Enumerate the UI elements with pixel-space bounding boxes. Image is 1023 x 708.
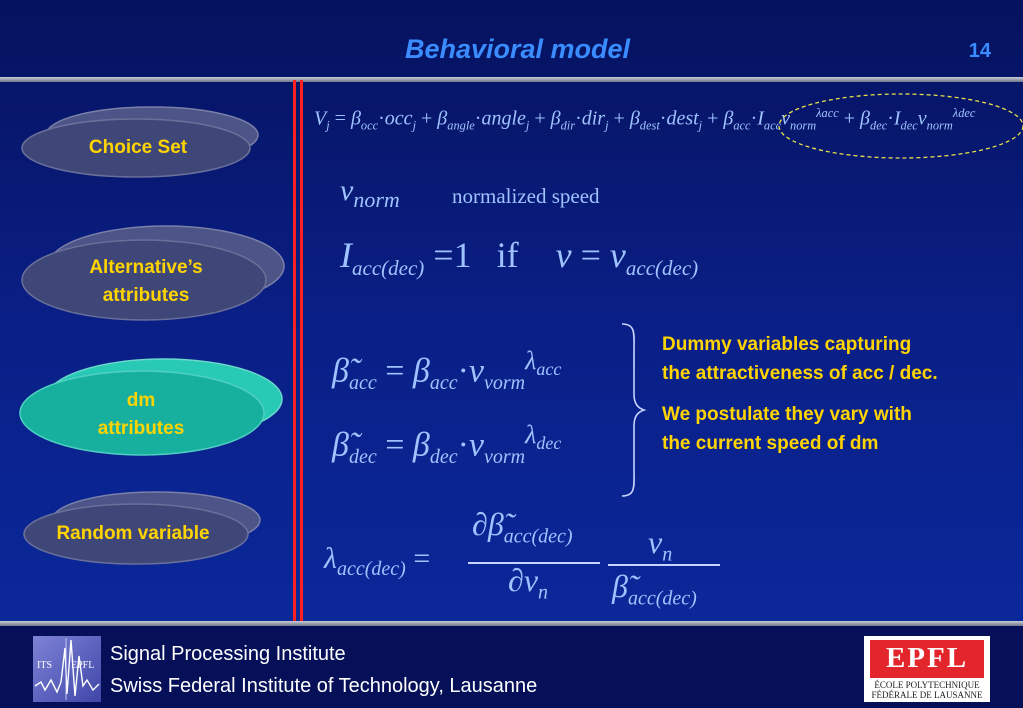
nav-label: Random variable (56, 523, 210, 544)
curly-brace (621, 323, 647, 497)
vnorm-description: normalized speed (452, 184, 600, 208)
disc-shape (23, 491, 261, 565)
waveform-icon (34, 638, 100, 700)
disc-shape (19, 358, 283, 456)
epfl-logo-line2: FÉDÉRALE DE LAUSANNE (871, 690, 983, 700)
vnorm-definition: vnorm (340, 174, 400, 212)
highlight-ellipse (778, 93, 1023, 159)
its-logo-text-left: ITS (37, 660, 52, 671)
top-divider (0, 77, 1023, 82)
nav-label-line2: attributes (102, 285, 190, 306)
elasticity-numerator-2: vn (648, 524, 673, 566)
fraction-bar-1 (468, 562, 600, 564)
epfl-logo: EPFL ÉCOLE POLYTECHNIQUE FÉDÉRALE DE LAU… (864, 636, 990, 702)
elasticity-numerator-1: ∂β̃acc(dec) (472, 506, 573, 548)
beta-dec-equation: β̃dec = βdec·vvormλdec (332, 420, 562, 469)
postulate-description-line2: the current speed of dm (662, 433, 879, 454)
indicator-equation: Iacc(dec) =1 if v = vacc(dec) (340, 235, 699, 281)
footer (0, 626, 1023, 708)
utility-equation: Vj = βocc·occj + βangle·anglej + βdir·di… (314, 106, 976, 133)
nav-item-dm-attributes[interactable]: dm attributes (19, 353, 286, 459)
nav-item-choice-set[interactable]: Choice Set (18, 104, 264, 178)
page-number: 14 (968, 40, 991, 62)
disc-shape (21, 225, 285, 321)
slide-title: Behavioral model (404, 34, 631, 64)
its-logo-text-right: EPFL (71, 660, 95, 671)
bottom-divider (0, 621, 1023, 626)
dummy-description-line2: the attractiveness of acc / dec. (662, 363, 938, 384)
elasticity-lhs: λacc(dec) = (324, 542, 431, 580)
footer-institute: Signal Processing Institute (110, 643, 346, 665)
dummy-description-line1: Dummy variables capturing (662, 334, 912, 355)
nav-label-line1: dm (126, 390, 156, 411)
vertical-separator (293, 80, 305, 622)
epfl-logo-mark (870, 640, 984, 678)
elasticity-denominator-1: ∂vn (508, 562, 549, 604)
nav-label-line1: Alternative’s (89, 257, 203, 278)
nav-label: Choice Set (88, 137, 188, 158)
footer-university: Swiss Federal Institute of Technology, L… (110, 675, 538, 697)
nav-item-alternatives-attributes[interactable]: Alternative’s attributes (20, 220, 286, 324)
postulate-description-line1: We postulate they vary with (662, 404, 912, 425)
nav-item-random-variable[interactable]: Random variable (22, 488, 268, 568)
elasticity-denominator-2: β̃acc(dec) (612, 568, 697, 610)
beta-acc-equation: β̃acc = βacc·vvormλacc (332, 346, 562, 395)
epfl-logo-word: EPFL (885, 642, 969, 674)
epfl-logo-line1: ÉCOLE POLYTECHNIQUE (874, 680, 980, 690)
nav-label-line2: attributes (97, 418, 185, 439)
disc-shape (21, 106, 259, 178)
fraction-bar-2 (608, 564, 720, 566)
its-logo: ITS EPFL (33, 636, 101, 702)
